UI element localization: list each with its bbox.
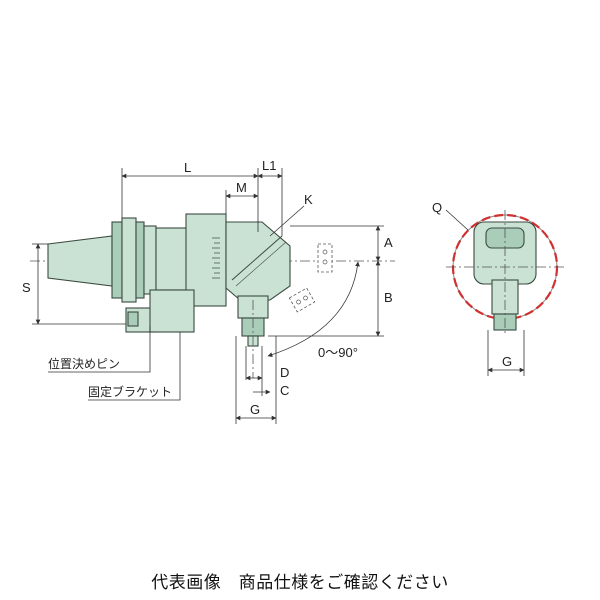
label-G-front: G [502, 354, 512, 369]
label-A: A [384, 235, 393, 250]
rotated-spindle-90 [317, 243, 333, 273]
caption: 代表画像 商品仕様をご確認ください [151, 573, 449, 593]
label-positioning-pin: 位置決めピン [48, 356, 120, 371]
label-fixing-bracket: 固定ブラケット [88, 384, 172, 399]
label-M: M [236, 180, 247, 195]
label-S: S [22, 280, 31, 295]
positioning-pin [127, 311, 139, 327]
label-L: L [184, 160, 191, 175]
rotated-spindle-30 [288, 287, 316, 313]
angle-scale [212, 237, 220, 279]
leader-positioning-pin [48, 326, 151, 373]
leader-Q [445, 209, 469, 231]
head-axis-line [231, 235, 283, 281]
head-axis-line-2 [235, 241, 287, 287]
label-B: B [384, 290, 393, 305]
taper-shank [47, 235, 113, 287]
label-G-side: G [250, 402, 260, 417]
angle-arc [267, 261, 360, 357]
label-K: K [304, 192, 313, 207]
flange-ring-4 [143, 225, 157, 295]
label-C: C [280, 383, 289, 398]
flange-ring-2 [121, 217, 137, 303]
front-view: Q G [432, 200, 566, 376]
flange-ring-3 [135, 221, 145, 299]
leader-fixing-bracket [88, 332, 181, 401]
label-Q: Q [432, 200, 442, 215]
flange-ring-1 [111, 221, 123, 299]
leader-K [269, 205, 305, 237]
label-D: D [280, 365, 289, 380]
bracket-plate [149, 289, 195, 333]
side-view: 0～90° L L1 M K A B S [22, 158, 395, 424]
angle-head [225, 221, 291, 301]
label-L1: L1 [262, 158, 276, 173]
angle-label: 0～90° [318, 345, 358, 360]
